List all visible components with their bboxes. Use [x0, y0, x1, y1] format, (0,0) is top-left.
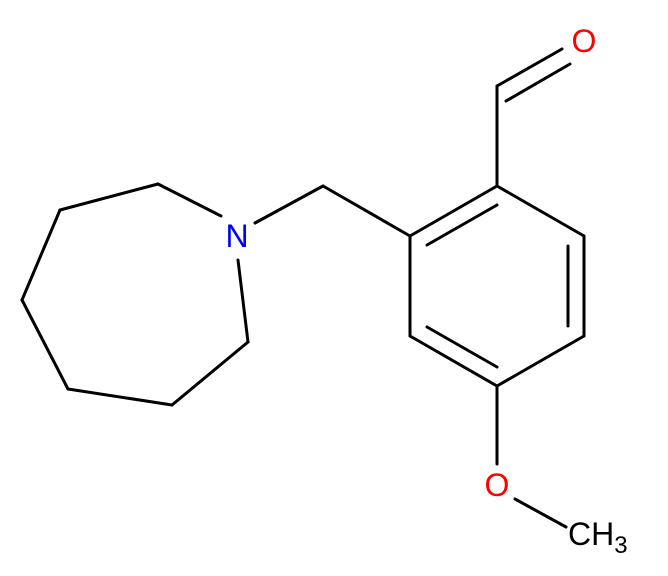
bond-ar2-ar3 [495, 184, 586, 238]
bond-c3-c4 [20, 298, 70, 391]
bond-cho-o-1 [495, 47, 564, 88]
bond-c5-c6 [170, 340, 250, 407]
bond-c2-c3 [20, 208, 62, 302]
bond-n-ch2 [253, 184, 325, 225]
benzene-ring [408, 184, 586, 388]
atom-label-methoxy-oxygen: O [485, 467, 510, 503]
bond-cho-o-2 [504, 62, 572, 103]
bond-c1-c2 [58, 182, 160, 212]
bond-o-ch3 [513, 497, 568, 529]
bond-ar4-ar5 [495, 334, 586, 388]
bond-double-inner-1 [425, 203, 499, 247]
bond-ar1-ar2 [408, 184, 499, 238]
bond-c6-n [236, 258, 250, 344]
methyl-subscript: 3 [614, 532, 627, 559]
bond-double-inner-3 [425, 325, 499, 369]
azepane-ring [20, 182, 250, 407]
atom-label-aldehyde-oxygen: O [572, 23, 597, 59]
atom-label-methyl: CH3 [568, 516, 628, 559]
bond-c4-c5 [66, 387, 174, 407]
bond-ar5-ar6 [408, 334, 499, 388]
methyl-main-text: CH [568, 516, 614, 552]
bond-n-c1 [156, 182, 223, 218]
atom-label-azepane-nitrogen: N [225, 218, 248, 254]
bond-ch2-ring [321, 184, 412, 238]
